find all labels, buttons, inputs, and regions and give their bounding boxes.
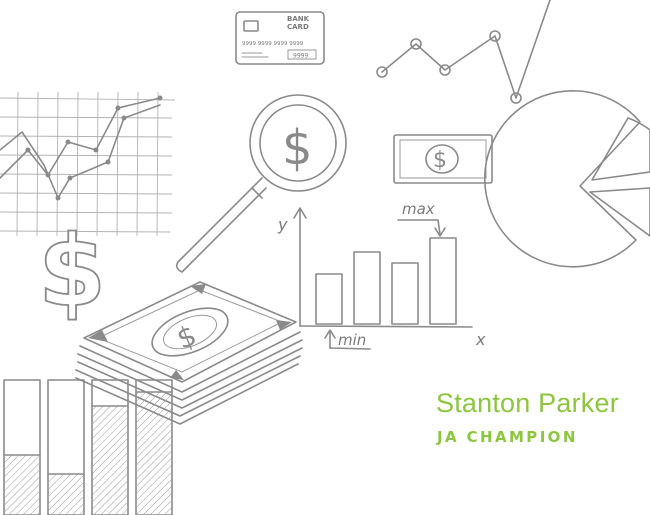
person-title: JA CHAMPION [437,428,578,446]
magnifying-glass-icon: $ [175,94,347,273]
banknote-icon: $ [393,134,493,184]
bank-card-text-2: CARD [287,23,309,31]
dollar-sign-glyph: $ [38,215,106,329]
bank-card-text-1: BANK [287,15,310,23]
hatched-bar-chart-icon [3,379,173,515]
stack-dollar-glyph: $ [172,319,201,356]
axis-y-label: y [277,215,288,234]
person-name: Stanton Parker [436,388,619,418]
money-stack-icon: $ [75,281,303,425]
pie-chart-icon [483,89,650,268]
bank-card-short: 9999 [293,53,308,60]
dollar-sign-icon: $ [37,214,107,330]
line-chart-top-icon [376,0,551,104]
bank-card-digits: 9999 9999 9999 9999 [242,41,304,47]
min-max-bar-chart-icon: y x max min [277,200,486,350]
bank-card-icon: BANK CARD 9999 9999 9999 9999 9999 [235,11,325,65]
max-label: max [402,200,435,218]
magnifier-dollar-glyph: $ [282,120,313,176]
min-label: min [338,331,366,349]
banknote-dollar-glyph: $ [433,148,447,173]
grid-line-chart-icon [0,91,176,237]
axis-x-label: x [475,330,486,349]
